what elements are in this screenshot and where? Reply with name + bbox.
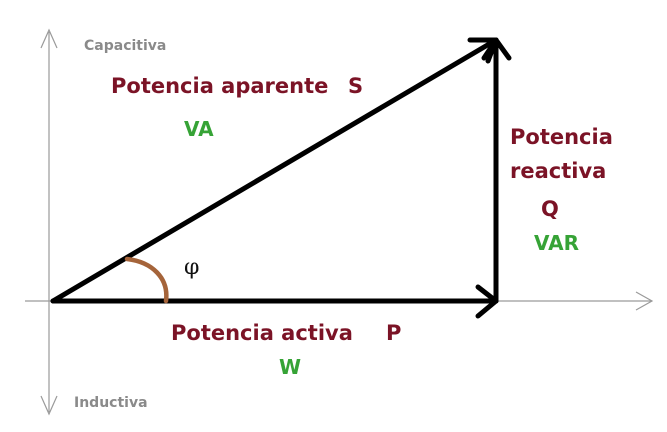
active-power-unit: W xyxy=(279,355,302,379)
reactive-power-name-line2: reactiva xyxy=(510,159,607,183)
vertical-axis-up-arrowhead xyxy=(40,28,58,49)
inductive-label: Inductiva xyxy=(74,395,148,411)
reactive-power-vector xyxy=(481,37,512,304)
vertical-axis xyxy=(40,28,58,416)
apparent-power-unit: VA xyxy=(184,117,214,141)
reactive-power-symbol: Q xyxy=(541,197,559,221)
capacitive-label: Capacitiva xyxy=(84,38,167,54)
apparent-power-symbol: S xyxy=(348,74,364,98)
apparent-power-arrowhead xyxy=(467,37,499,64)
reactive-power-unit: VAR xyxy=(534,231,579,255)
reactive-power-name-line1: Potencia xyxy=(510,125,613,149)
horizontal-axis-arrowhead xyxy=(635,291,654,311)
active-power-vector xyxy=(50,284,499,319)
vertical-axis-down-arrowhead xyxy=(40,395,58,416)
angle-arc xyxy=(124,256,169,304)
apparent-power-name: Potencia aparente xyxy=(111,74,329,98)
active-power-symbol: P xyxy=(386,321,402,345)
angle-phi-label: φ xyxy=(184,255,200,280)
active-power-name: Potencia activa xyxy=(171,321,353,345)
